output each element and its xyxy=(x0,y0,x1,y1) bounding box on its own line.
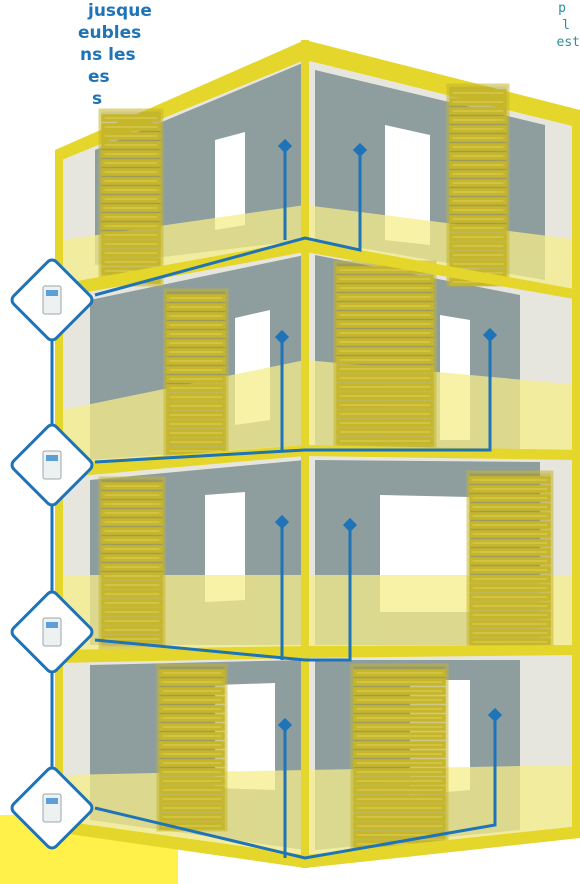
shutter xyxy=(98,108,164,287)
meter-icon xyxy=(10,258,94,342)
side-note: p l est xyxy=(500,0,580,51)
shutter xyxy=(350,663,449,852)
diamond-sensor-icon xyxy=(277,717,293,733)
diamond-sensor-icon xyxy=(277,138,293,154)
meter-icon xyxy=(10,590,94,674)
shutter xyxy=(466,470,554,649)
shutter xyxy=(333,260,437,454)
diamond-sensor-icon xyxy=(487,707,503,723)
shutter xyxy=(446,83,510,287)
headline-line: s xyxy=(92,89,103,109)
side-note-line: p xyxy=(558,1,566,16)
diamond-sensor-icon xyxy=(342,517,358,533)
floor-slabs xyxy=(55,240,580,868)
shutter xyxy=(163,288,229,457)
diamond-sensor-icon xyxy=(352,142,368,158)
shutters xyxy=(98,83,554,852)
meter-icon xyxy=(10,423,94,507)
side-note-line: l xyxy=(562,18,570,33)
sensors xyxy=(274,138,503,733)
diamond-sensor-icon xyxy=(274,514,290,530)
building xyxy=(55,40,580,868)
meter-badges xyxy=(10,258,94,850)
network-lines xyxy=(50,148,497,860)
shutter xyxy=(98,476,166,650)
side-note-line: est xyxy=(556,35,580,50)
diamond-sensor-icon xyxy=(482,327,498,343)
diamond-sensor-icon xyxy=(274,329,290,345)
meter-icon xyxy=(10,766,94,850)
shutter xyxy=(156,663,228,832)
headline-line: es xyxy=(88,67,110,87)
